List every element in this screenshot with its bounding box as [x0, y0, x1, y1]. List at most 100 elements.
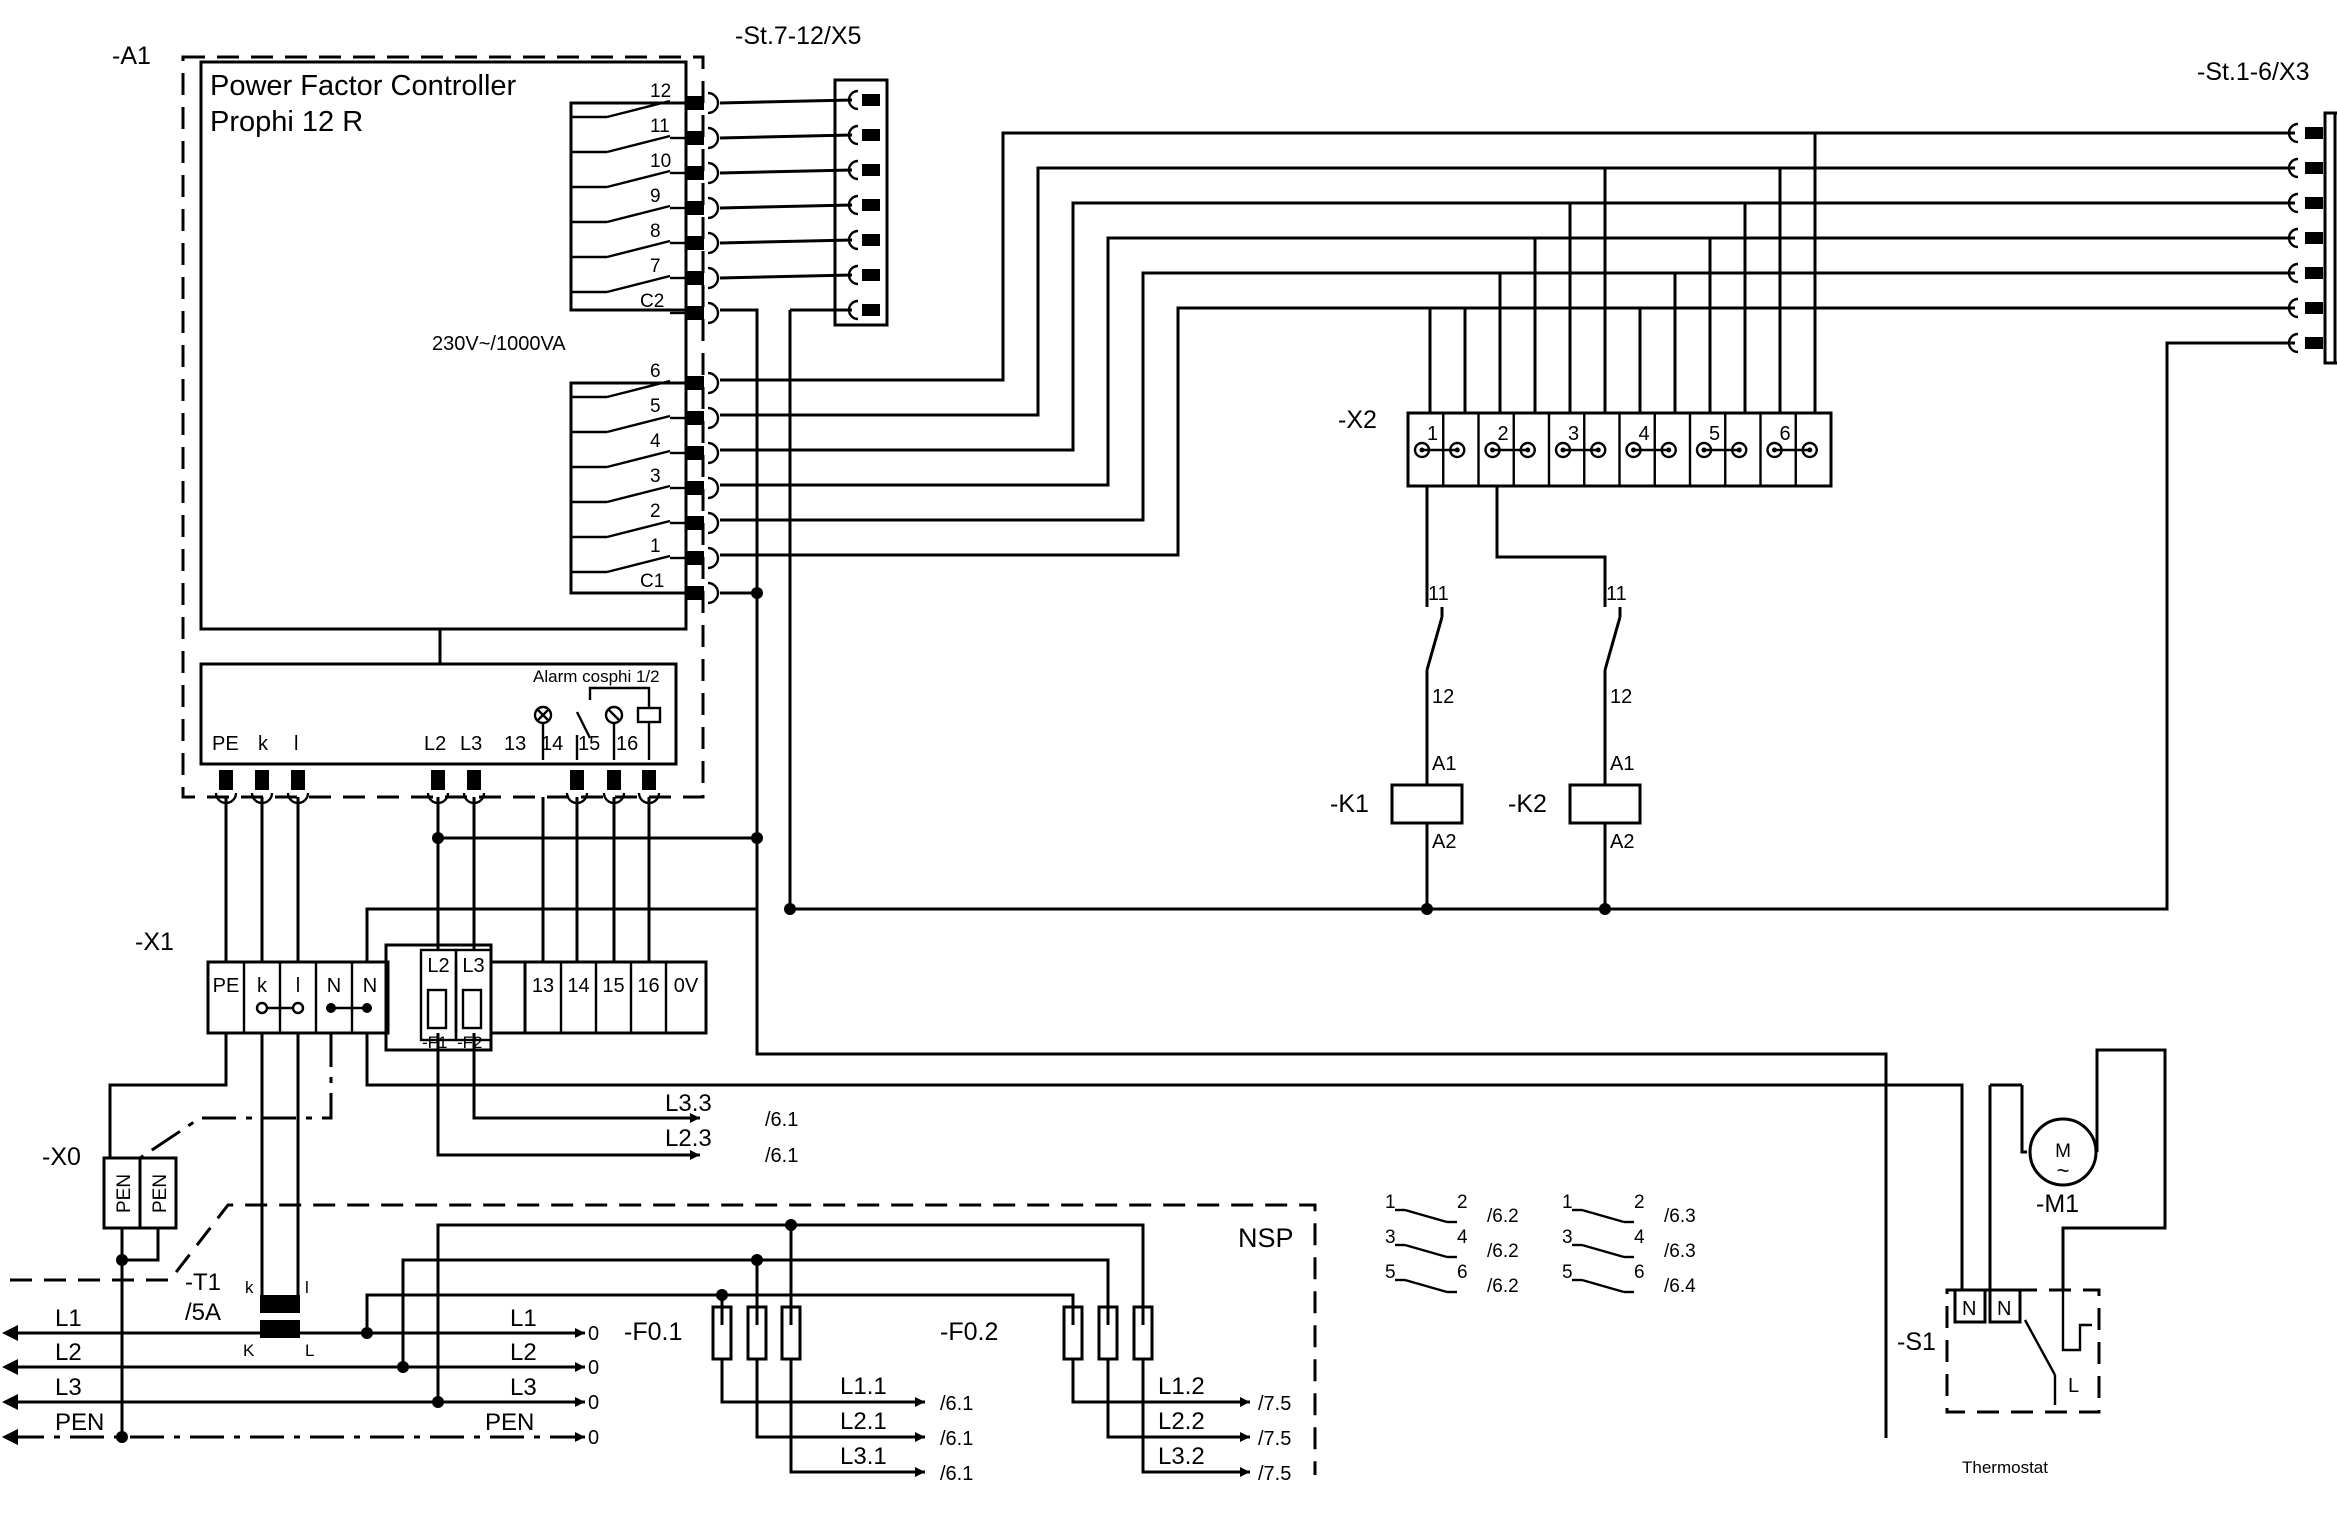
x5-pin [862, 304, 880, 316]
lower-contact-label: 3 [650, 466, 661, 487]
busbar-arrow-left [2, 1325, 18, 1341]
lower-contact-contact-icon [606, 414, 671, 434]
ref-contact-b: 4 [1634, 1227, 1645, 1248]
upper-contact-label: C2 [640, 291, 664, 312]
terminal-x0: -X0 PEN PEN [42, 1143, 178, 1437]
f01-ref-2: /6.1 [940, 1428, 973, 1450]
upper-contact-label: 12 [650, 81, 671, 102]
controller-main-box [199, 60, 688, 631]
ref-contact-b: 4 [1457, 1227, 1468, 1248]
busbar-right-label: PEN [485, 1409, 534, 1436]
bottom-terminal-label: 13 [504, 733, 526, 755]
ref-contact-icon [1581, 1278, 1625, 1294]
lower-contact-contact-icon [606, 519, 671, 539]
lower-contact-contact-icon [606, 554, 671, 574]
lower-contact-pin [686, 586, 704, 600]
upper-contact-contact-icon [606, 134, 671, 154]
ref-contact-icon [1404, 1278, 1448, 1294]
x3-pin [2305, 127, 2323, 139]
relay-header: Alarm cosphi 1/2 [533, 667, 660, 686]
cosphi-relay-coil-icon [636, 706, 662, 724]
busbar-right-label: L3 [510, 1374, 537, 1401]
x1-terminal-label: N [327, 975, 341, 997]
busbar-arrow-left [2, 1394, 18, 1410]
ref-page: /6.2 [1487, 1276, 1519, 1297]
thermostat-l: L [2068, 1375, 2079, 1397]
ref-page: /6.3 [1664, 1206, 1696, 1227]
upper-contact-label: 9 [650, 186, 661, 207]
x5-pin [862, 234, 880, 246]
bottom-terminal-pin [219, 770, 233, 790]
upper-contact-label: 7 [650, 256, 661, 277]
lower-contact-label: 6 [650, 361, 661, 382]
lower-contact-label: C1 [640, 571, 664, 592]
fuse-f1-label: -F1 [422, 1033, 448, 1052]
k1-contact-bottom: 12 [1432, 686, 1454, 708]
upper-contact-pin [686, 166, 704, 180]
f01-ref-1: /6.1 [940, 1393, 973, 1415]
busbar-ref: 0 [588, 1323, 599, 1345]
busbar-left-label: L2 [55, 1339, 82, 1366]
ref-contact-b: 6 [1634, 1262, 1645, 1283]
upper-contact-contact-icon [606, 169, 671, 189]
upper-contact-contact-icon [606, 239, 671, 259]
upper-contact-pin [686, 96, 704, 110]
output-wiring [720, 131, 2295, 1433]
upper-contact-contact-icon [606, 274, 671, 294]
busbar-left-label: L1 [55, 1305, 82, 1332]
x5-ref: -St.7-12/X5 [735, 22, 861, 50]
ref-contact-a: 3 [1562, 1227, 1573, 1248]
k2-ref: -K2 [1508, 790, 1547, 818]
x2-number: 5 [1709, 423, 1720, 445]
controller-title: Power Factor Controller [210, 70, 517, 102]
f01-out-1: L1.1 [840, 1373, 887, 1400]
thermostat-n2-box [1988, 1288, 2022, 1324]
ref-contact-icon [1581, 1243, 1625, 1259]
x0-pen-1-label: PEN [114, 1174, 135, 1213]
k1-contact-top: 11 [1428, 583, 1449, 605]
upper-contact-pin [686, 306, 704, 320]
f02-ref-3: /7.5 [1258, 1463, 1291, 1485]
bottom-terminal-pin [607, 770, 621, 790]
fan-and-thermostat: M ~ -M1 N N L -S1 Thermostat [1884, 1048, 2167, 1477]
aux-out-l23: L2.3 [665, 1125, 712, 1152]
x1-terminal-label: 15 [602, 975, 624, 997]
thermostat-contact-icon [2023, 1319, 2057, 1376]
thermostat-n1: N [1962, 1298, 1976, 1320]
bottom-terminal-pin [642, 770, 656, 790]
lower-contact-label: 4 [650, 431, 661, 452]
bottom-terminal-label: L3 [460, 733, 482, 755]
lower-contact-label: 2 [650, 501, 661, 522]
ref-contact-b: 2 [1457, 1192, 1468, 1213]
ref-page: /6.4 [1664, 1276, 1696, 1297]
ref-contact-a: 1 [1562, 1192, 1573, 1213]
fuse-f2-icon [461, 988, 483, 1030]
bottom-terminal-pin [255, 770, 269, 790]
x1-ref: -X1 [135, 928, 174, 956]
f02-out-2: L2.2 [1158, 1408, 1205, 1435]
controller-model: Prophi 12 R [210, 106, 363, 138]
ref-contact-b: 6 [1457, 1262, 1468, 1283]
ref-contact-a: 1 [1385, 1192, 1396, 1213]
controller-enclosure [181, 55, 705, 799]
controller-rating: 230V~/1000VA [432, 333, 566, 355]
x3-housing [2323, 111, 2337, 365]
x3-pin [2305, 337, 2323, 349]
k1-ref: -K1 [1330, 790, 1369, 818]
x1-terminal-label: 14 [567, 975, 589, 997]
x1-terminal-label: L2 [427, 955, 449, 977]
thermostat-ref: -S1 [1897, 1328, 1936, 1356]
fuse-f2-label: -F2 [457, 1033, 483, 1052]
upper-contact-pin [686, 201, 704, 215]
x1-terminal-label: k [257, 975, 268, 997]
ref-contact-icon [1581, 1208, 1625, 1224]
x2-ref: -X2 [1338, 406, 1377, 434]
f02-ref-2: /7.5 [1258, 1428, 1291, 1450]
lower-contact-contact-icon [606, 379, 671, 399]
x5-housing [833, 78, 889, 327]
